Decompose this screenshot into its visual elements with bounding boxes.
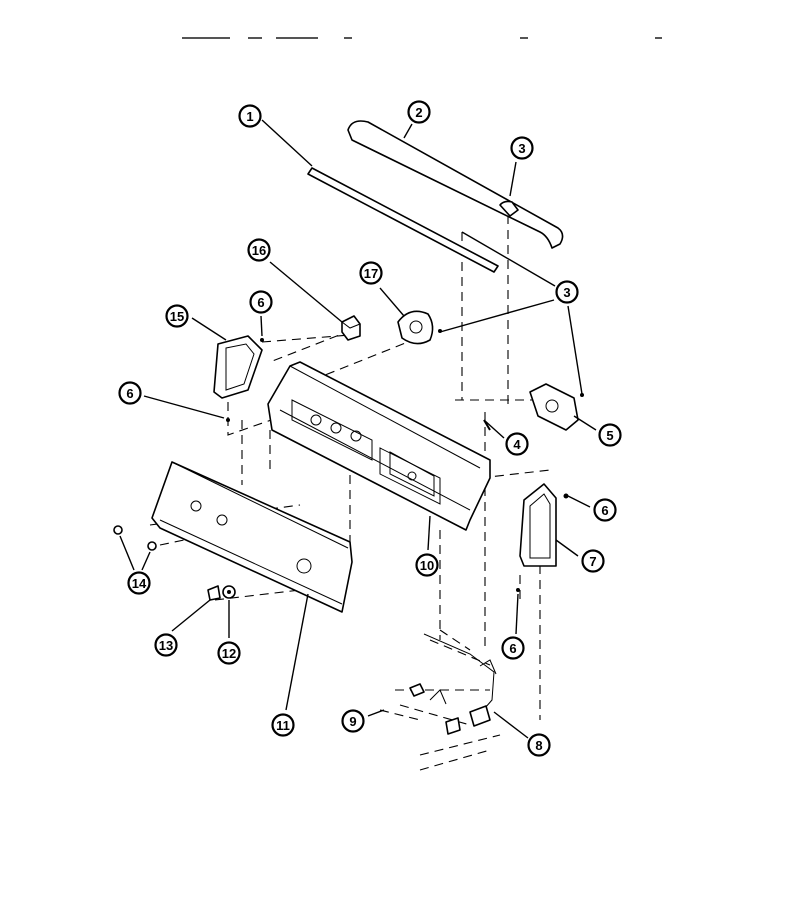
- callout-circle: [555, 280, 579, 304]
- part-top-cover: [347, 120, 564, 249]
- part-control-console: [267, 361, 491, 531]
- callout-number: 3: [518, 141, 525, 156]
- callout-3: 3: [555, 280, 579, 304]
- part-16-switch: [341, 315, 361, 341]
- callout-8: 8: [527, 733, 551, 757]
- callout-number: 16: [252, 243, 266, 258]
- callout-10: 10: [415, 553, 439, 577]
- callout-6: 6: [501, 636, 525, 660]
- callout-15: 15: [165, 304, 189, 328]
- callout-number: 11: [276, 718, 290, 733]
- part-knob-12: [222, 585, 236, 599]
- callout-number: 9: [349, 714, 356, 729]
- callout-number: 10: [420, 558, 434, 573]
- callout-circle: [341, 709, 365, 733]
- callout-number: 8: [535, 738, 542, 753]
- callout-17: 17: [359, 261, 383, 285]
- part-seal-strip: [307, 167, 499, 273]
- callout-3: 3: [510, 136, 534, 160]
- part-front-panel: [151, 461, 353, 613]
- part-timer: [529, 383, 584, 431]
- callout-number: 2: [415, 105, 422, 120]
- callout-number: 14: [132, 576, 147, 591]
- callout-6: 6: [593, 498, 617, 522]
- callout-circle: [271, 713, 295, 737]
- callout-4: 4: [505, 432, 529, 456]
- part-knobs: [113, 525, 157, 551]
- callout-6: 6: [118, 381, 142, 405]
- callout-circle: [165, 304, 189, 328]
- callout-2: 2: [407, 100, 431, 124]
- callout-circle: [510, 136, 534, 160]
- callout-number: 15: [170, 309, 184, 324]
- callout-number: 12: [222, 646, 236, 661]
- part-right-end-cap: [516, 483, 569, 592]
- callout-14: 14: [127, 571, 151, 595]
- callout-circle: [359, 261, 383, 285]
- callout-circle: [127, 571, 151, 595]
- callout-13: 13: [154, 633, 178, 657]
- callout-number: 6: [126, 386, 133, 401]
- callout-number: 1: [246, 109, 253, 124]
- callout-circle: [593, 498, 617, 522]
- callout-circle: [505, 432, 529, 456]
- callout-circle: [501, 636, 525, 660]
- callout-number: 17: [364, 266, 378, 281]
- callout-number: 4: [513, 437, 521, 452]
- callout-number: 6: [257, 295, 264, 310]
- callout-number: 13: [159, 638, 173, 653]
- part-harness-8: [423, 633, 497, 727]
- callout-circle: [118, 381, 142, 405]
- callout-12: 12: [217, 641, 241, 665]
- callout-circle: [415, 553, 439, 577]
- callout-16: 16: [247, 238, 271, 262]
- callout-number: 7: [589, 554, 596, 569]
- callout-9: 9: [341, 709, 365, 733]
- callout-circle: [238, 104, 262, 128]
- callout-11: 11: [271, 713, 295, 737]
- callout-circle: [581, 549, 605, 573]
- callout-circle: [247, 238, 271, 262]
- part-bracket-9: [409, 683, 461, 735]
- callout-number: 6: [509, 641, 516, 656]
- part-17-control: [397, 310, 442, 345]
- callout-number: 5: [606, 428, 613, 443]
- callout-circle: [598, 423, 622, 447]
- callout-number: 6: [601, 503, 608, 518]
- callout-circle: [527, 733, 551, 757]
- callout-5: 5: [598, 423, 622, 447]
- leader-lines: [119, 119, 597, 739]
- callout-number: 3: [563, 285, 570, 300]
- callout-7: 7: [581, 549, 605, 573]
- part-left-end-cap: [213, 335, 264, 422]
- part-knob-13: [207, 585, 221, 601]
- callout-circle: [407, 100, 431, 124]
- callout-6: 6: [249, 290, 273, 314]
- callout-circle: [154, 633, 178, 657]
- callout-circle: [249, 290, 273, 314]
- callout-circle: [217, 641, 241, 665]
- callout-1: 1: [238, 104, 262, 128]
